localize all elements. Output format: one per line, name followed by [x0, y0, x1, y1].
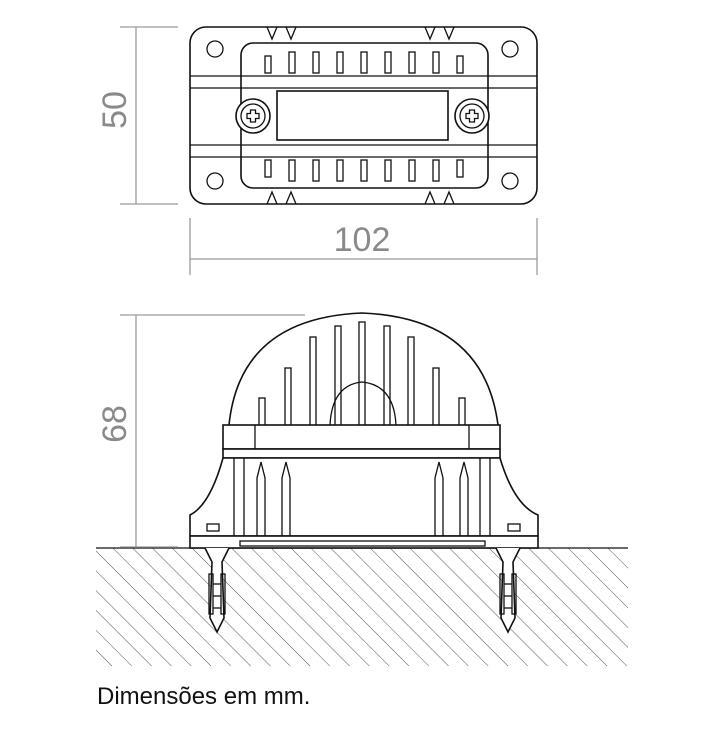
top-view-clips [266, 26, 455, 205]
dimension-label-50: 50 [96, 91, 134, 129]
screw-icon [454, 98, 490, 134]
wall-plug-icon [204, 547, 230, 634]
caption: Dimensões em mm. [97, 683, 311, 710]
top-view-lens-window [276, 90, 449, 141]
side-view-body [189, 457, 539, 537]
top-view-fins-upper [264, 51, 464, 74]
wall-plug-icon [495, 547, 521, 634]
mounting-hole-icon [206, 172, 224, 190]
dimension-height-side: 68 [96, 314, 305, 548]
screw-icon [235, 98, 271, 134]
dimension-label-102: 102 [334, 221, 391, 259]
side-view-band [222, 424, 501, 450]
side-view-fins [258, 321, 466, 429]
side-view-dome [228, 312, 499, 426]
side-view-spikes [256, 461, 469, 536]
dimension-label-68: 68 [96, 405, 134, 443]
mounting-hole-icon [206, 40, 224, 58]
mounting-hole-icon [501, 172, 519, 190]
top-view [189, 26, 538, 205]
mounting-hole-icon [501, 40, 519, 58]
dimension-width-top: 102 [189, 218, 538, 275]
side-view [189, 312, 539, 634]
side-view-base [189, 535, 539, 549]
dimension-height-top: 50 [96, 26, 178, 205]
top-view-fins-lower [264, 159, 464, 182]
mounting-surface [96, 547, 628, 666]
